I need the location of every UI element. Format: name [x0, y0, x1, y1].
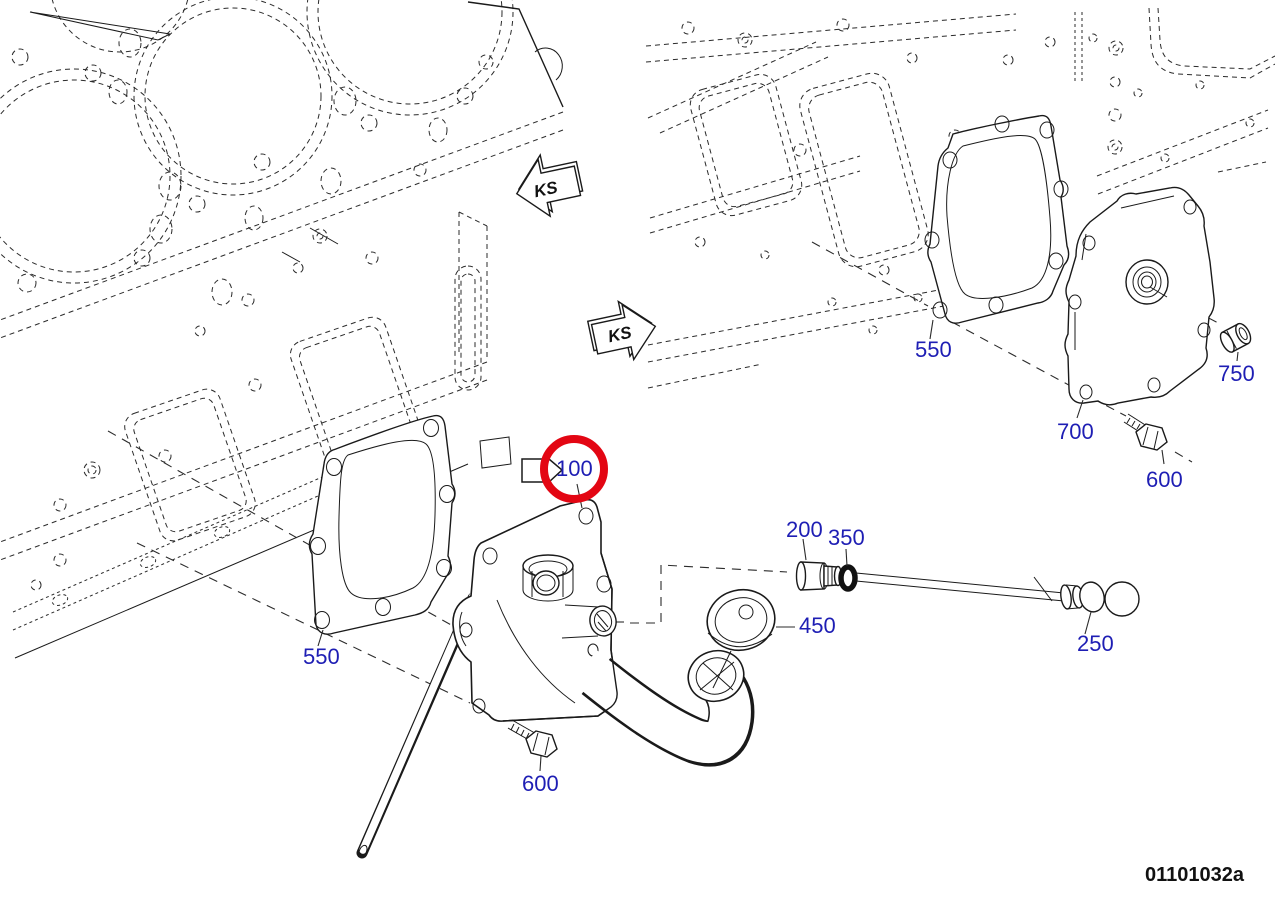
drawing-number: 01101032a [1145, 864, 1245, 886]
part-label-250[interactable]: 250 [1077, 631, 1114, 656]
gasket-550-right [924, 114, 1070, 324]
housing-100-elbow-pipe [502, 552, 755, 767]
gasket-550-left [308, 414, 456, 635]
part-label-600-right[interactable]: 600 [1146, 467, 1183, 492]
ks-label-right: KS [606, 322, 634, 347]
plug-750 [1219, 322, 1252, 353]
highlight-circle [540, 435, 608, 503]
dipstick-250 [855, 572, 1140, 617]
part-label-750[interactable]: 750 [1218, 361, 1255, 386]
connector-200 [795, 561, 843, 591]
bolt-600-left [507, 719, 558, 758]
ks-arrow-right [586, 299, 657, 362]
cap-450 [706, 588, 776, 652]
cover-700 [1064, 186, 1215, 406]
housing-100 [452, 498, 618, 722]
part-label-200[interactable]: 200 [786, 517, 823, 542]
ks-arrow-left [515, 153, 584, 218]
part-label-100[interactable]: 100 [556, 456, 593, 481]
part-label-700[interactable]: 700 [1057, 419, 1094, 444]
assembly-axis-lines [107, 241, 1221, 704]
part-label-450[interactable]: 450 [799, 613, 836, 638]
dipstick-port [561, 604, 617, 639]
part-label-350[interactable]: 350 [828, 525, 865, 550]
left-engine-block-phantom [0, 0, 564, 659]
o-ring-350 [838, 564, 858, 592]
hex-plug-fitting [522, 554, 574, 602]
part-label-550-right[interactable]: 550 [915, 337, 952, 362]
leader-lines [317, 319, 1239, 772]
ks-label-left: KS [532, 177, 560, 202]
part-label-600-bottom[interactable]: 600 [522, 771, 559, 796]
part-label-550-left[interactable]: 550 [303, 644, 340, 669]
bolt-600-right [1123, 413, 1168, 451]
